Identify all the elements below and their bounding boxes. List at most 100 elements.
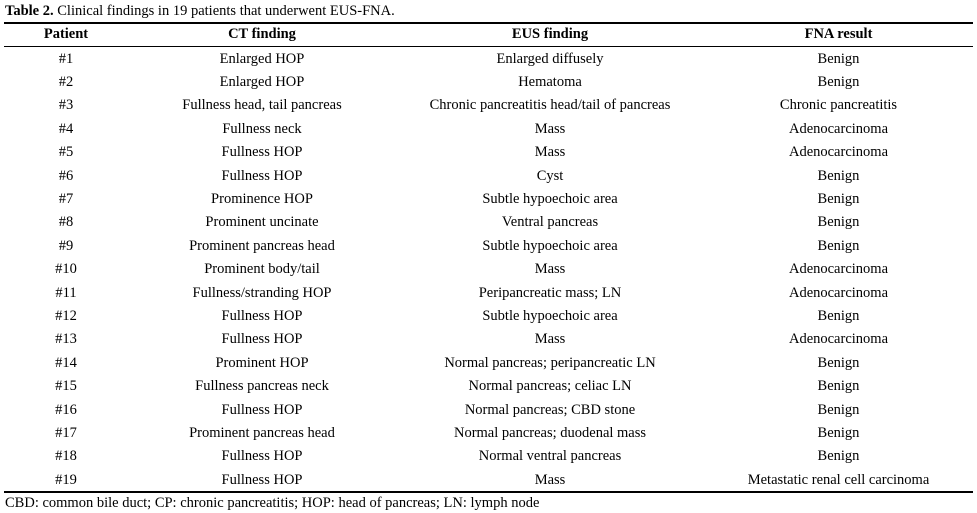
table-row: #7 Prominence HOP Subtle hypoechoic area Be… bbox=[4, 187, 973, 210]
cell-fna: Benign bbox=[817, 237, 860, 254]
table-row: #4 Fullness neck Mass Adenocarcinoma bbox=[4, 117, 973, 140]
cell-patient: #13 bbox=[55, 331, 77, 348]
cell-fna: Benign bbox=[817, 401, 860, 418]
cell-eus: Normal pancreas; celiac LN bbox=[468, 378, 632, 395]
cell-patient: #12 bbox=[55, 307, 77, 324]
table-row: #9 Prominent pancreas head Subtle hypoecho… bbox=[4, 234, 973, 257]
cell-eus: Normal pancreas; CBD stone bbox=[464, 401, 636, 418]
table-header-row: Patient CT finding EUS finding FNA resul… bbox=[4, 23, 973, 47]
table-caption-label: Table 2. bbox=[5, 3, 54, 19]
cell-ct: Fullness HOP bbox=[221, 331, 303, 348]
cell-eus: Ventral pancreas bbox=[501, 214, 599, 231]
table-row: #5 Fullness HOP Mass Adenocarcinoma bbox=[4, 141, 973, 164]
column-header-eus-finding: EUS finding bbox=[511, 26, 589, 42]
cell-fna: Benign bbox=[817, 74, 860, 91]
cell-fna: Benign bbox=[817, 307, 860, 324]
cell-eus: Normal ventral pancreas bbox=[478, 448, 622, 465]
cell-patient: #17 bbox=[55, 424, 77, 441]
cell-fna: Benign bbox=[817, 50, 860, 67]
cell-patient: #8 bbox=[58, 214, 74, 231]
cell-ct: Fullness HOP bbox=[221, 307, 303, 324]
table-row: #1 Enlarged HOP Enlarged diffusely Benign bbox=[4, 47, 973, 71]
table-row: #11 Fullness/stranding HOP Peripancreatic … bbox=[4, 281, 973, 304]
cell-eus: Peripancreatic mass; LN bbox=[478, 284, 622, 301]
cell-fna: Benign bbox=[817, 167, 860, 184]
cell-fna: Chronic pancreatitis bbox=[779, 97, 898, 114]
table-row: #12 Fullness HOP Subtle hypoechoic area Ben… bbox=[4, 304, 973, 327]
cell-eus: Mass bbox=[534, 261, 566, 278]
cell-ct: Prominent pancreas head bbox=[189, 424, 335, 441]
cell-ct: Enlarged HOP bbox=[219, 50, 305, 67]
cell-patient: #14 bbox=[55, 354, 77, 371]
table-caption-text: Clinical findings in 19 patients that un… bbox=[53, 3, 395, 19]
cell-eus: Cyst bbox=[536, 167, 564, 184]
cell-eus: Subtle hypoechoic area bbox=[482, 307, 618, 324]
cell-fna: Benign bbox=[817, 448, 860, 465]
cell-ct: Prominence HOP bbox=[211, 191, 313, 208]
table-caption: Table 2. Clinical findings in 19 patient… bbox=[0, 0, 977, 22]
cell-patient: #15 bbox=[55, 378, 77, 395]
cell-ct: Enlarged HOP bbox=[219, 74, 305, 91]
cell-eus: Subtle hypoechoic area bbox=[482, 237, 618, 254]
cell-eus: Chronic pancreatitis head/tail of pancre… bbox=[429, 97, 671, 114]
cell-eus: Mass bbox=[534, 331, 566, 348]
column-header-fna-result: FNA result bbox=[804, 26, 873, 42]
cell-ct: Prominent pancreas head bbox=[189, 237, 335, 254]
cell-ct: Fullness neck bbox=[222, 120, 302, 137]
cell-fna: Adenocarcinoma bbox=[788, 284, 889, 301]
table-row: #16 Fullness HOP Normal pancreas; CBD ston… bbox=[4, 398, 973, 421]
cell-patient: #4 bbox=[58, 120, 74, 137]
cell-ct: Fullness HOP bbox=[221, 471, 303, 488]
cell-patient: #5 bbox=[58, 144, 74, 161]
column-header-ct-finding: CT finding bbox=[228, 26, 296, 42]
cell-patient: #7 bbox=[58, 191, 74, 208]
cell-fna: Adenocarcinoma bbox=[788, 331, 889, 348]
cell-patient: #10 bbox=[55, 261, 77, 278]
cell-fna: Benign bbox=[817, 214, 860, 231]
cell-ct: Fullness/stranding HOP bbox=[192, 284, 332, 301]
column-header-patient: Patient bbox=[43, 26, 89, 42]
cell-ct: Prominent HOP bbox=[215, 354, 309, 371]
cell-patient: #9 bbox=[58, 237, 74, 254]
cell-fna: Benign bbox=[817, 354, 860, 371]
cell-ct: Fullness HOP bbox=[221, 167, 303, 184]
cell-patient: #16 bbox=[55, 401, 77, 418]
cell-ct: Fullness HOP bbox=[221, 448, 303, 465]
cell-patient: #19 bbox=[55, 471, 77, 488]
cell-patient: #11 bbox=[55, 284, 77, 301]
cell-fna: Benign bbox=[817, 191, 860, 208]
cell-patient: #1 bbox=[58, 50, 74, 67]
cell-fna: Benign bbox=[817, 424, 860, 441]
cell-eus: Normal pancreas; peripancreatic LN bbox=[444, 354, 656, 371]
table-row: #6 Fullness HOP Cyst Benign bbox=[4, 164, 973, 187]
cell-fna: Adenocarcinoma bbox=[788, 120, 889, 137]
cell-patient: #18 bbox=[55, 448, 77, 465]
cell-eus: Mass bbox=[534, 471, 566, 488]
cell-fna: Adenocarcinoma bbox=[788, 144, 889, 161]
cell-fna: Adenocarcinoma bbox=[788, 261, 889, 278]
cell-ct: Fullness head, tail pancreas bbox=[182, 97, 342, 114]
cell-eus: Subtle hypoechoic area bbox=[482, 191, 618, 208]
cell-eus: Mass bbox=[534, 120, 566, 137]
table-row: #14 Prominent HOP Normal pancreas; peripan… bbox=[4, 351, 973, 374]
cell-eus: Mass bbox=[534, 144, 566, 161]
cell-patient: #6 bbox=[58, 167, 74, 184]
table-header: Patient CT finding EUS finding FNA resul… bbox=[4, 23, 973, 47]
cell-ct: Fullness HOP bbox=[221, 144, 303, 161]
cell-patient: #3 bbox=[58, 97, 74, 114]
cell-eus: Enlarged diffusely bbox=[496, 50, 604, 67]
cell-fna: Benign bbox=[817, 378, 860, 395]
cell-eus: Hematoma bbox=[518, 74, 582, 91]
table-footnote: CBD: common bile duct; CP: chronic pancr… bbox=[5, 495, 540, 512]
clinical-findings-table: Patient CT finding EUS finding FNA resul… bbox=[4, 22, 973, 493]
cell-ct: Fullness HOP bbox=[221, 401, 303, 418]
table-row: #13 Fullness HOP Mass Adenocarcinoma bbox=[4, 328, 973, 351]
